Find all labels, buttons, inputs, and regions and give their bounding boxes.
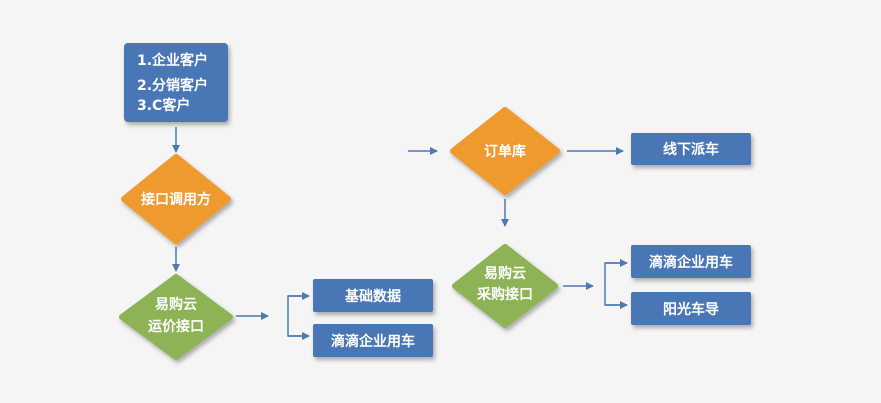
purchase-diamond bbox=[452, 244, 558, 328]
purchase-line-1: 易购云 bbox=[484, 265, 526, 282]
offline-label: 线下派车 bbox=[663, 141, 719, 158]
didi-right-box bbox=[631, 245, 751, 278]
didi-right-label: 滴滴企业用车 bbox=[649, 254, 733, 271]
offline-box bbox=[631, 133, 751, 165]
customers-line-3: 3.C客户 bbox=[137, 97, 190, 114]
connectors bbox=[172, 127, 628, 340]
customers-line-2: 2.分销客户 bbox=[137, 77, 208, 94]
bracket-left bbox=[287, 295, 304, 337]
base-data-label: 基础数据 bbox=[345, 288, 401, 305]
pricing-line-1: 易购云 bbox=[155, 296, 197, 313]
order-db-label: 订单库 bbox=[484, 143, 526, 160]
order-db-diamond bbox=[450, 107, 560, 195]
pricing-line-2: 运价接口 bbox=[148, 318, 204, 335]
caller-diamond bbox=[121, 154, 231, 244]
didi-left-label: 滴滴企业用车 bbox=[331, 333, 415, 350]
sunshine-label: 阳光车导 bbox=[663, 301, 719, 318]
customers-line-1: 1.企业客户 bbox=[137, 52, 208, 69]
caller-label: 接口调用方 bbox=[141, 191, 211, 208]
purchase-line-2: 采购接口 bbox=[476, 286, 533, 303]
sunshine-box bbox=[631, 292, 751, 325]
didi-left-box bbox=[313, 324, 433, 357]
base-data-box bbox=[313, 279, 433, 312]
bracket-right bbox=[604, 262, 624, 306]
customers-box bbox=[124, 43, 228, 122]
pricing-diamond bbox=[119, 274, 233, 360]
